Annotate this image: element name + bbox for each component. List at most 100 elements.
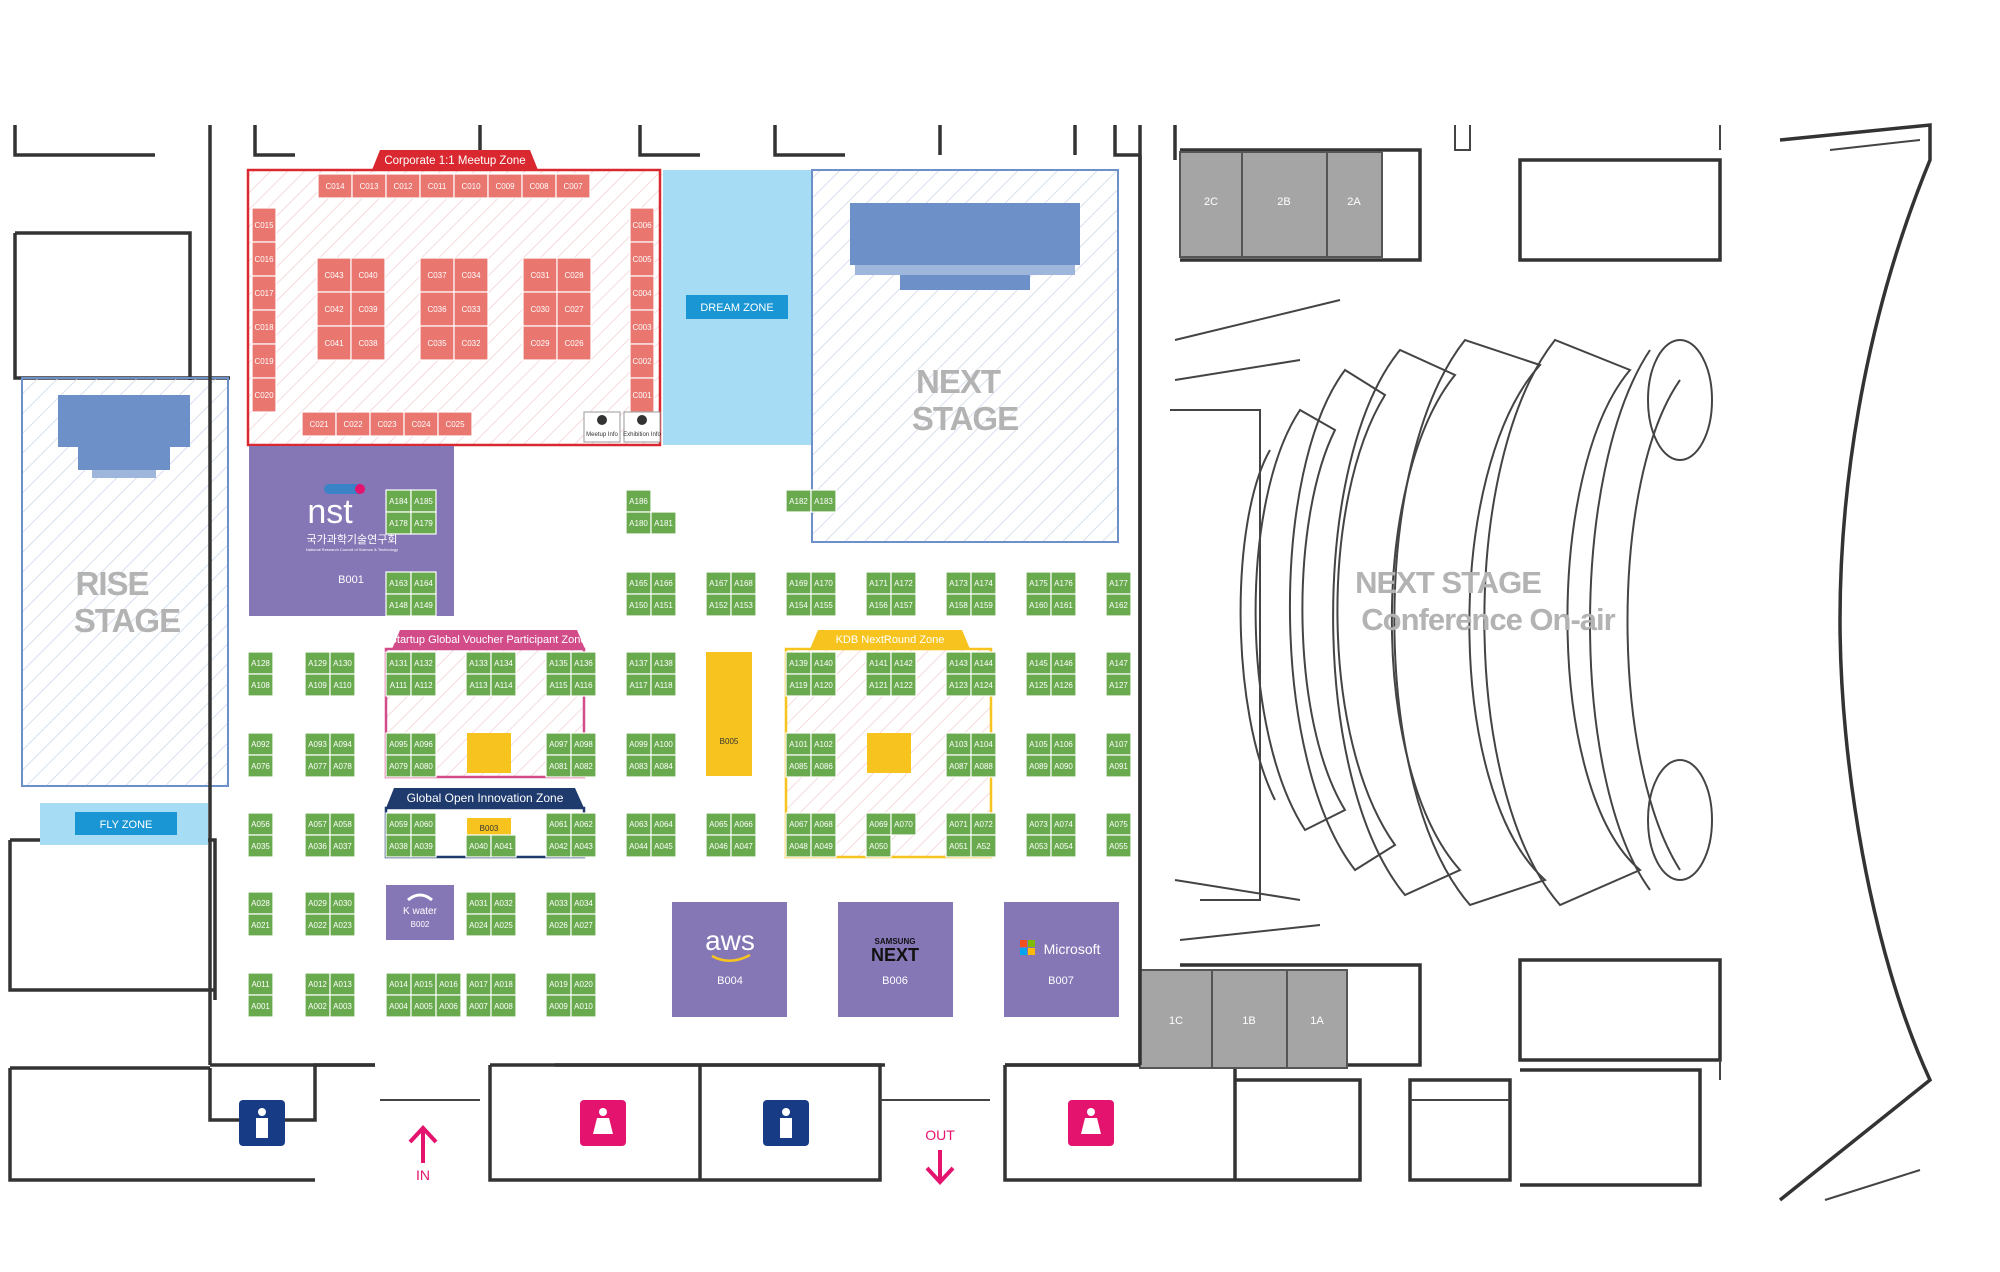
booth-a165[interactable]: A165 [625, 571, 652, 595]
booth-a093[interactable]: A093 [304, 732, 331, 756]
booth-a136[interactable]: A136 [570, 651, 597, 675]
booth-a036[interactable]: A036 [304, 834, 331, 858]
booth-a073[interactable]: A073 [1025, 812, 1052, 836]
booth-a070[interactable]: A070 [890, 812, 917, 836]
booth-a113[interactable]: A113 [465, 673, 492, 697]
booth-a001[interactable]: A001 [247, 994, 274, 1018]
booth-a090[interactable]: A090 [1050, 754, 1077, 778]
booth-a186[interactable]: A186 [625, 489, 652, 513]
booth-a034[interactable]: A034 [570, 891, 597, 915]
global-open-innovation-zone[interactable]: Global Open Innovation Zone B003 [384, 788, 586, 859]
booth-a130[interactable]: A130 [329, 651, 356, 675]
booth-a145[interactable]: A145 [1025, 651, 1052, 675]
booth-a133[interactable]: A133 [465, 651, 492, 675]
booth-b005[interactable]: B005 [706, 652, 752, 776]
booth-a129[interactable]: A129 [304, 651, 331, 675]
booth-a062[interactable]: A062 [570, 812, 597, 836]
meetup-booth-c036[interactable]: C036 [419, 291, 455, 327]
booth-a035[interactable]: A035 [247, 834, 274, 858]
booth-a098[interactable]: A098 [570, 732, 597, 756]
booth-a006[interactable]: A006 [435, 994, 462, 1018]
booth-a143[interactable]: A143 [945, 651, 972, 675]
booth-a066[interactable]: A066 [730, 812, 757, 836]
meetup-booth-c002[interactable]: C002 [629, 343, 655, 379]
booth-a056[interactable]: A056 [247, 812, 274, 836]
meetup-booth-c035[interactable]: C035 [419, 325, 455, 361]
booth-a012[interactable]: A012 [304, 972, 331, 996]
booth-a155[interactable]: A155 [810, 593, 837, 617]
booth-a160[interactable]: A160 [1025, 593, 1052, 617]
booth-a172[interactable]: A172 [890, 571, 917, 595]
booth-a085[interactable]: A085 [785, 754, 812, 778]
booth-a132[interactable]: A132 [410, 651, 437, 675]
booth-a026[interactable]: A026 [545, 913, 572, 937]
booth-a080[interactable]: A080 [410, 754, 437, 778]
booth-a045[interactable]: A045 [650, 834, 677, 858]
meetup-booth-c013[interactable]: C013 [351, 173, 387, 199]
booth-a161[interactable]: A161 [1050, 593, 1077, 617]
booth-a105[interactable]: A105 [1025, 732, 1052, 756]
meetup-booth-c034[interactable]: C034 [453, 257, 489, 293]
booth-a178[interactable]: A178 [385, 511, 412, 535]
booth-a058[interactable]: A058 [329, 812, 356, 836]
booth-a109[interactable]: A109 [304, 673, 331, 697]
booth-a053[interactable]: A053 [1025, 834, 1052, 858]
booth-a164[interactable]: A164 [410, 571, 437, 595]
booth-a120[interactable]: A120 [810, 673, 837, 697]
booth-a017[interactable]: A017 [465, 972, 492, 996]
booth-a142[interactable]: A142 [890, 651, 917, 675]
booth-a151[interactable]: A151 [650, 593, 677, 617]
booth-a107[interactable]: A107 [1105, 732, 1132, 756]
meetup-booth-c017[interactable]: C017 [251, 275, 277, 311]
meetup-booth-c029[interactable]: C029 [522, 325, 558, 361]
booth-a103[interactable]: A103 [945, 732, 972, 756]
booth-a046[interactable]: A046 [705, 834, 732, 858]
booth-a049[interactable]: A049 [810, 834, 837, 858]
booth-a033[interactable]: A033 [545, 891, 572, 915]
booth-a111[interactable]: A111 [385, 673, 412, 697]
booth-a100[interactable]: A100 [650, 732, 677, 756]
restroom-women-2[interactable] [1068, 1100, 1114, 1146]
booth-a029[interactable]: A029 [304, 891, 331, 915]
booth-a179[interactable]: A179 [410, 511, 437, 535]
meetup-booth-c008[interactable]: C008 [521, 173, 557, 199]
booth-a123[interactable]: A123 [945, 673, 972, 697]
booth-a117[interactable]: A117 [625, 673, 652, 697]
booth-a013[interactable]: A013 [329, 972, 356, 996]
booth-a091[interactable]: A091 [1105, 754, 1132, 778]
booth-a079[interactable]: A079 [385, 754, 412, 778]
booth-a071[interactable]: A071 [945, 812, 972, 836]
booth-a086[interactable]: A086 [810, 754, 837, 778]
booth-a097[interactable]: A097 [545, 732, 572, 756]
booth-a112[interactable]: A112 [410, 673, 437, 697]
booth-a007[interactable]: A007 [465, 994, 492, 1018]
booth-a114[interactable]: A114 [490, 673, 517, 697]
meetup-booth-c016[interactable]: C016 [251, 241, 277, 277]
meetup-booth-c014[interactable]: C014 [317, 173, 353, 199]
restroom-men-1[interactable] [239, 1100, 285, 1146]
booth-a118[interactable]: A118 [650, 673, 677, 697]
booth-a030[interactable]: A030 [329, 891, 356, 915]
booth-a158[interactable]: A158 [945, 593, 972, 617]
booth-a157[interactable]: A157 [890, 593, 917, 617]
booth-a144[interactable]: A144 [970, 651, 997, 675]
booth-a108[interactable]: A108 [247, 673, 274, 697]
booth-a015[interactable]: A015 [410, 972, 437, 996]
booth-a009[interactable]: A009 [545, 994, 572, 1018]
booth-a059[interactable]: A059 [385, 812, 412, 836]
booth-a028[interactable]: A028 [247, 891, 274, 915]
booth-a074[interactable]: A074 [1050, 812, 1077, 836]
restroom-men-2[interactable] [763, 1100, 809, 1146]
booth-a171[interactable]: A171 [865, 571, 892, 595]
fly-zone[interactable]: FLY ZONE [40, 803, 208, 845]
booth-a027[interactable]: A027 [570, 913, 597, 937]
meetup-booth-c024[interactable]: C024 [403, 411, 439, 437]
booth-a094[interactable]: A094 [329, 732, 356, 756]
booth-a174[interactable]: A174 [970, 571, 997, 595]
booth-a152[interactable]: A152 [705, 593, 732, 617]
rise-stage[interactable]: RISE STAGE [21, 377, 229, 787]
booth-a140[interactable]: A140 [810, 651, 837, 675]
booth-a184[interactable]: A184 [385, 489, 412, 513]
meetup-booth-c021[interactable]: C021 [301, 411, 337, 437]
booth-a127[interactable]: A127 [1105, 673, 1132, 697]
